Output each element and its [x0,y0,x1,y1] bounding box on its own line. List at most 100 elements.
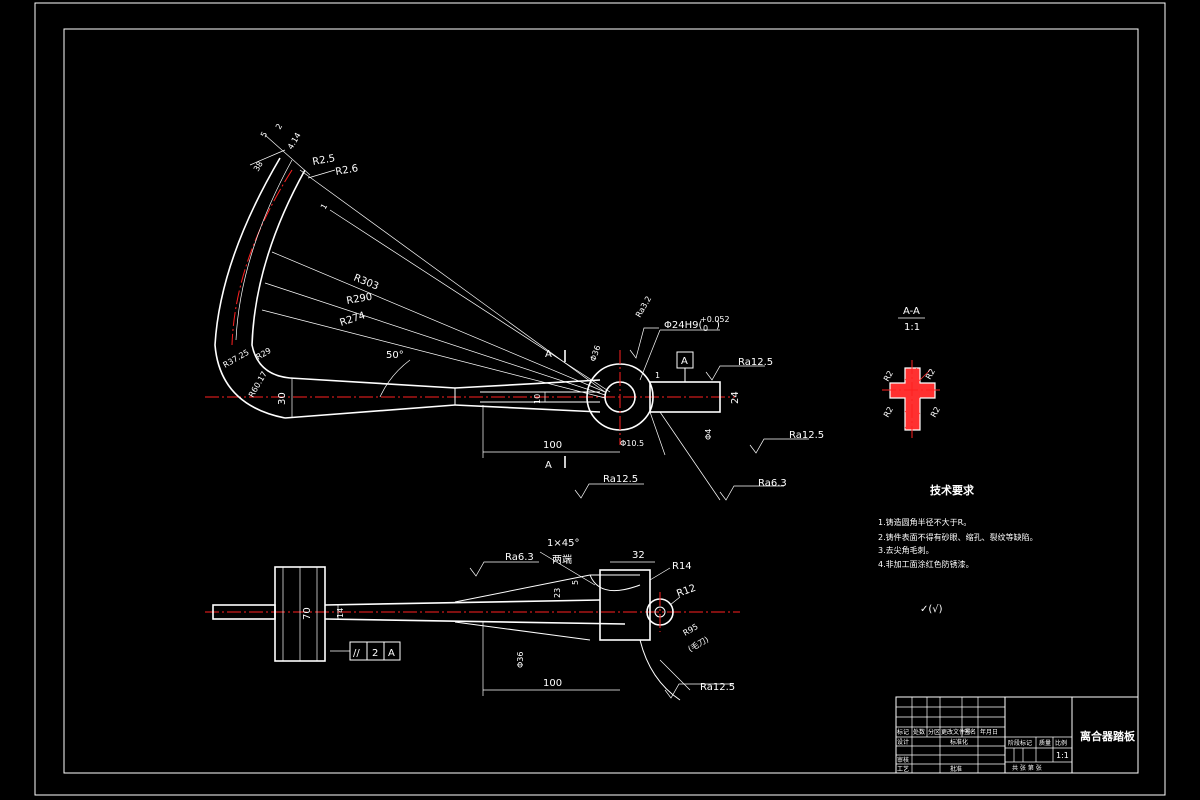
dim-r2-6: R2.6 [335,163,359,178]
dim-r60-17: R60.17 [247,370,269,399]
title-block-part-name: 离合器踏板 [1080,729,1136,743]
angle-ray [299,169,606,393]
ra-right1-label: Ra12.5 [738,357,773,368]
dim-1: 1 [319,202,329,211]
ra-symbol-right2 [749,438,809,454]
arm-outer-edge [214,157,286,419]
section-scale: 1:1 [904,322,920,333]
bore-tolerance-lower: 0 [703,324,708,333]
dim-100-bottom: 100 [543,678,562,689]
dim-4-14: 4.14 [286,131,303,151]
lever-top-taper [454,379,601,389]
dim-r37-25: R37.25 [222,348,251,370]
dim-24: 24 [730,391,741,404]
dim-r290: R290 [346,292,374,307]
arm-top-edge [324,599,601,606]
dim-r303: R303 [352,273,380,293]
tb-row-label-0: 标记 [897,728,909,736]
parallel-value: 2 [372,648,378,659]
arm-inner-edge [251,169,306,379]
dim-32: 32 [632,550,645,561]
dim-2: 2 [274,122,284,131]
chamfer-leader [539,551,596,586]
ra-symbol-top [629,327,659,359]
datum-a-label: A [681,356,688,367]
angle-50-arc [379,359,411,398]
section-r-label-3: R2 [882,405,895,419]
tb-row-label-4: 签名 [964,728,976,736]
boss-block [599,569,651,641]
tb-stage-0: 阶段标记 [1008,739,1032,747]
tb-design: 设计 [897,738,909,746]
dim-r2-5: R2.5 [312,153,336,168]
section-label-a-bottom: A [545,460,552,471]
section-r-label-2: R2 [924,367,937,381]
dim-r2-6-leader [307,169,336,179]
tb-check: 审核 [897,756,909,764]
roughness-general-symbol: ✓(√) [920,604,943,615]
radius-line-303 [271,251,606,393]
tech-note-4: 4.非加工面涂红色防锈漆。 [878,559,974,569]
dim-5: 5 [259,130,269,139]
lever-bottom-edge [284,404,456,419]
section-r-label-1: R2 [882,369,895,383]
parallel-symbol: // [353,648,360,659]
bore-tolerance-upper: +0.052 [700,315,730,324]
dim-r274: R274 [339,310,367,329]
tb-approve: 批准 [950,765,962,773]
tech-note-3: 3.去尖角毛刺。 [878,545,934,555]
dim-r29: R29 [255,346,273,362]
dim-r95: R95 [682,622,700,638]
dim-top-lines [264,134,311,176]
dim-phi36-top: Φ36 [588,344,602,363]
leader-bore [639,329,661,381]
ra-symbol-right1 [705,365,765,381]
boss-curve [589,574,641,592]
section-label-a-top: A [545,349,552,360]
dim-phi4: Φ4 [704,429,713,440]
bore-callout-close: ) [716,320,720,331]
dim-r95-note: (毛刀) [686,634,710,654]
arm-taper-bot [454,621,591,641]
tech-heading: 技术要求 [930,483,975,497]
top-view: 5 2 4.14 38 R2.5 R2.6 1 R303 R290 R274 R… [205,122,824,501]
ra-bottom-right-label: Ra12.5 [700,682,735,693]
lever-top-edge [289,377,456,389]
tb-standard: 标准化 [950,738,968,746]
dim-70: 70 [302,607,313,620]
ra-symbol-far [719,485,784,501]
dim-23: 23 [553,588,562,598]
section-title: A-A [903,306,920,317]
parallel-datum: A [388,648,395,659]
ra-right2-label: Ra12.5 [789,430,824,441]
tb-row-label-3: 更改文件号 [941,728,971,736]
tb-stage-1: 质量 [1039,739,1051,747]
tb-row-label-5: 年月日 [980,728,998,736]
dim-100-top: 100 [543,440,562,451]
shaft-left [212,604,276,620]
dim-38: 38 [252,160,265,173]
tech-note-1: 1.铸造圆角半径不大于R。 [878,517,971,527]
technical-requirements: 技术要求 1.铸造圆角半径不大于R。 2.铸件表面不得有砂眼、缩孔、裂纹等缺陷。… [878,483,1038,615]
dim-phi10-5: Φ10.5 [620,439,644,448]
title-block-scale: 1:1 [1056,751,1069,760]
r14-leader [649,567,671,581]
dim-r14: R14 [672,561,692,572]
arm-bottom-edge [324,618,626,625]
dim-angle-50: 50° [386,350,404,361]
bottom-ra-left-label: Ra6.3 [505,552,534,563]
arm-taper-top [454,574,591,603]
bore-callout: Φ24H9( [664,320,702,331]
tb-row-label-2: 分区 [928,728,940,736]
inner-border [63,28,1139,774]
tb-stage-2: 比例 [1055,739,1067,747]
lever-bottom-taper [454,404,601,413]
bottom-view: Ra6.3 1×45° 两端 32 5 23 R14 R12 R95 (毛刀) … [205,538,740,701]
r95-arc [639,639,681,701]
section-a-a: A-A 1:1 R2 R2 R2 R2 [882,306,942,438]
section-r-label-4: R2 [929,405,942,419]
dim-r12: R12 [675,583,697,600]
ra-far-label: Ra6.3 [758,478,787,489]
tb-process: 工艺 [897,765,909,773]
